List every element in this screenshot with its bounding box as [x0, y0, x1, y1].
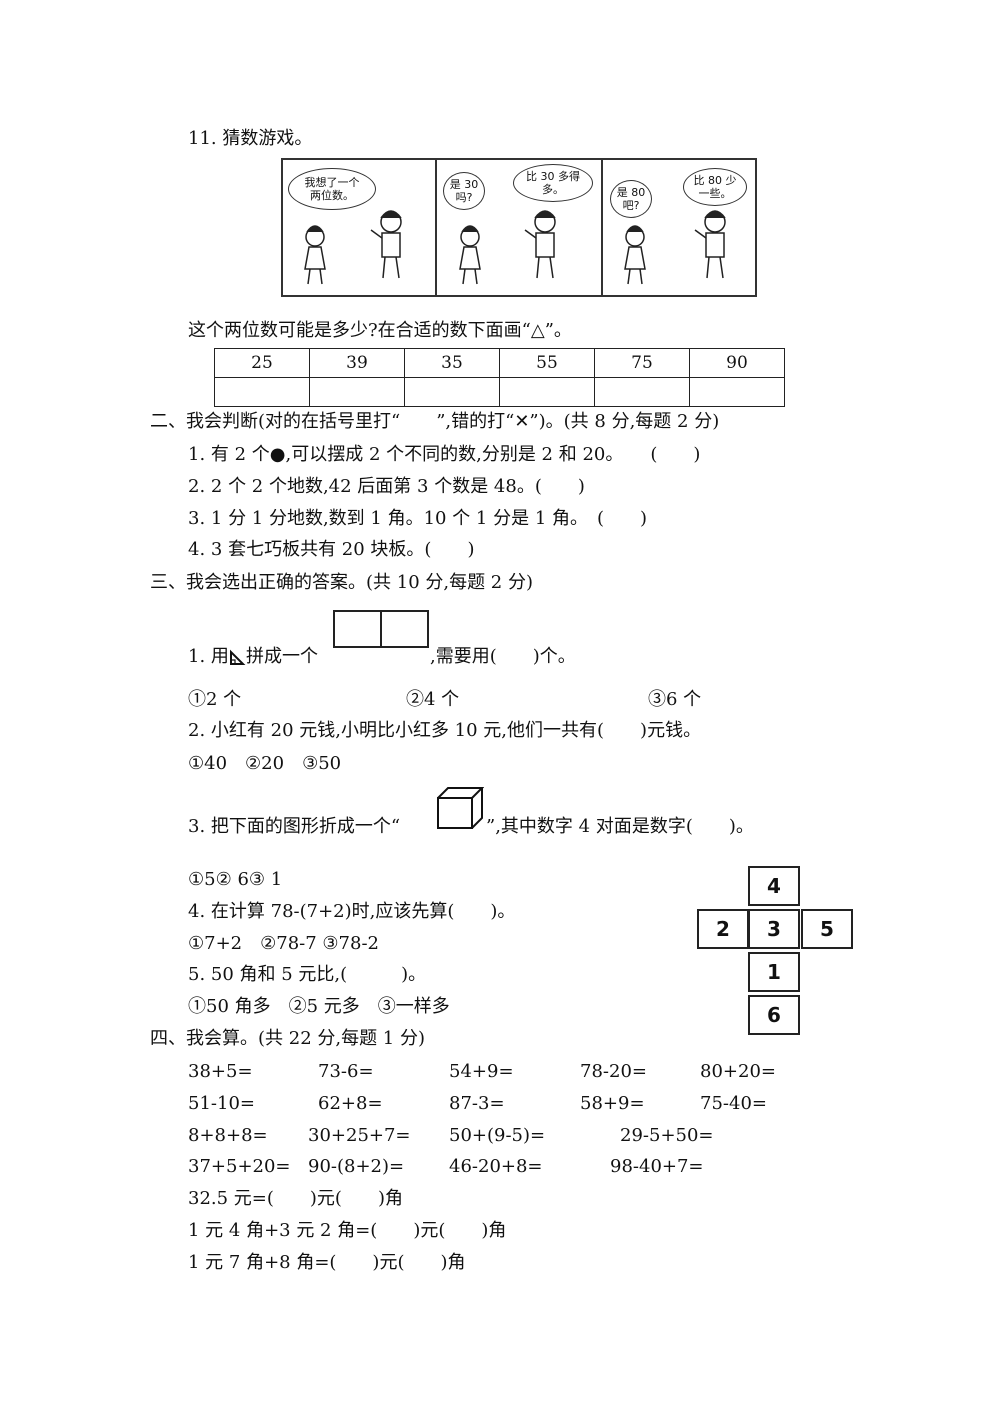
q1-option: ③6 个: [648, 689, 702, 710]
q1-option: ①2 个: [188, 689, 242, 710]
q4-options: ①7+2 ②78-7 ③78-2: [188, 933, 379, 954]
calc-item: 75-40=: [700, 1093, 767, 1114]
calc-item: 62+8=: [318, 1093, 383, 1114]
q11-title: 11. 猜数游戏。: [188, 128, 313, 149]
q1-text-a: 1. 用: [188, 646, 229, 667]
boy-figure: [524, 210, 556, 279]
q3-text-a: 3. 把下面的图形折成一个“: [188, 816, 401, 837]
speech-bubble: 是 30 吗?: [443, 172, 485, 210]
answer-cell[interactable]: [689, 377, 785, 407]
girl-figure: [459, 225, 481, 285]
calc-item: 29-5+50=: [620, 1125, 714, 1146]
answer-cell[interactable]: [309, 377, 405, 407]
speech-bubble: 比 80 少 一些。: [683, 168, 747, 206]
girl-figure: [304, 225, 326, 285]
table-row: [214, 377, 785, 407]
section4-heading: 四、我会算。(共 22 分,每题 1 分): [150, 1028, 426, 1049]
money-item: 1 元 4 角+3 元 2 角=( )元( )角: [188, 1220, 507, 1241]
calc-item: 54+9=: [449, 1061, 514, 1082]
calc-item: 50+(9-5)=: [449, 1125, 546, 1146]
table-cell: 35: [404, 348, 500, 378]
answer-cell[interactable]: [499, 377, 595, 407]
calc-item: 87-3=: [449, 1093, 505, 1114]
q2-options: ①40 ②20 ③50: [188, 753, 342, 774]
comic-divider: [601, 160, 603, 295]
table-cell: 55: [499, 348, 595, 378]
answer-cell[interactable]: [404, 377, 500, 407]
net-cell: 5: [801, 909, 853, 949]
q5-text: 5. 50 角和 5 元比,( )。: [188, 964, 427, 985]
comic-characters: [304, 210, 726, 285]
section2-heading: 二、我会判断(对的在括号里打“ ”,错的打“✕”)。(共 8 分,每题 2 分): [150, 411, 720, 432]
calc-item: 8+8+8=: [188, 1125, 268, 1146]
calc-item: 46-20+8=: [449, 1156, 543, 1177]
cube-icon: [437, 787, 484, 829]
table-cell: 25: [214, 348, 310, 378]
calc-item: 80+20=: [700, 1061, 776, 1082]
q1-option: ②4 个: [406, 689, 460, 710]
calc-item: 90-(8+2)=: [308, 1156, 405, 1177]
money-item: 1 元 7 角+8 角=( )元( )角: [188, 1252, 466, 1273]
calc-item: 38+5=: [188, 1061, 253, 1082]
calc-item: 98-40+7=: [610, 1156, 704, 1177]
table-cell: 90: [689, 348, 785, 378]
table-cell: 39: [309, 348, 405, 378]
section3-heading: 三、我会选出正确的答案。(共 10 分,每题 2 分): [150, 572, 534, 593]
q3-options: ①5② 6③ 1: [188, 869, 283, 890]
answer-cell[interactable]: [214, 377, 310, 407]
calc-item: 30+25+7=: [308, 1125, 411, 1146]
rectangle-figure: [333, 610, 429, 648]
net-cell: 6: [748, 995, 800, 1035]
table-row: 25 39 35 55 75 90: [214, 348, 785, 378]
judge-item: 2. 2 个 2 个地数,42 后面第 3 个数是 48。( ): [188, 476, 585, 497]
q1-text-c: ,需要用( )个。: [430, 646, 576, 667]
q5-options: ①50 角多 ②5 元多 ③一样多: [188, 996, 450, 1017]
q2-text: 2. 小红有 20 元钱,小明比小红多 10 元,他们一共有( )元钱。: [188, 720, 702, 741]
net-cell: 1: [748, 952, 800, 992]
girl-figure: [624, 225, 646, 285]
judge-item: 3. 1 分 1 分地数,数到 1 角。10 个 1 分是 1 角。 ( ): [188, 508, 648, 529]
calc-item: 51-10=: [188, 1093, 255, 1114]
triangle-icon: [230, 649, 246, 665]
answer-cell[interactable]: [594, 377, 690, 407]
calc-item: 37+5+20=: [188, 1156, 291, 1177]
speech-bubble: 比 30 多得 多。: [513, 164, 593, 202]
net-cell: 3: [748, 909, 800, 949]
guess-comic: 我想了一个 两位数。 是 30 吗? 比 30 多得 多。 是 80 吧? 比 …: [281, 158, 757, 297]
table-cell: 75: [594, 348, 690, 378]
speech-bubble: 是 80 吧?: [610, 180, 652, 218]
judge-item: 4. 3 套七巧板共有 20 块板。( ): [188, 539, 475, 560]
speech-bubble: 我想了一个 两位数。: [288, 168, 376, 210]
net-cell: 4: [748, 866, 800, 906]
comic-divider: [435, 160, 437, 295]
net-cell: 2: [697, 909, 749, 949]
q4-text: 4. 在计算 78-(7+2)时,应该先算( )。: [188, 901, 516, 922]
q3-text-b: ”,其中数字 4 对面是数字( )。: [486, 816, 754, 837]
calc-item: 58+9=: [580, 1093, 645, 1114]
judge-item: 1. 有 2 个●,可以摆成 2 个不同的数,分别是 2 和 20。 ( ): [188, 444, 701, 465]
calc-item: 73-6=: [318, 1061, 374, 1082]
q1-text-b: 拼成一个: [246, 646, 318, 667]
q11-prompt: 这个两位数可能是多少?在合适的数下面画“△”。: [188, 320, 572, 341]
money-item: 32.5 元=( )元( )角: [188, 1188, 403, 1209]
calc-item: 78-20=: [580, 1061, 647, 1082]
guess-table: 25 39 35 55 75 90: [214, 348, 785, 407]
boy-figure: [370, 210, 402, 279]
boy-figure: [694, 210, 726, 279]
